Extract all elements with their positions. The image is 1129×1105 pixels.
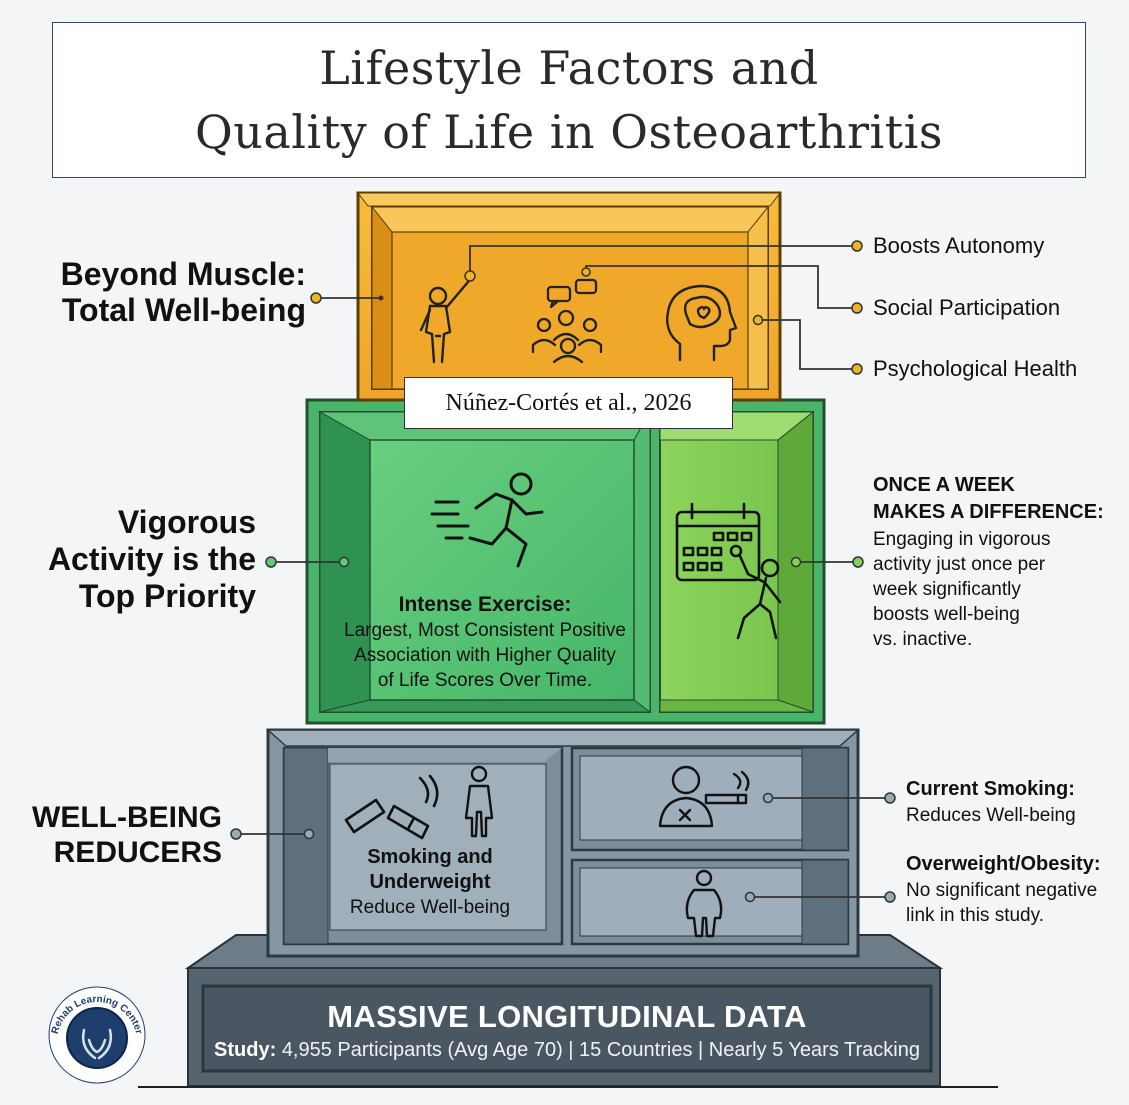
base-study-text: 4,955 Participants (Avg Age 70) | 15 Cou… [281, 1039, 920, 1061]
top-side-heading: Beyond Muscle: Total Well-being [60, 256, 306, 328]
once-a-week-text-line4: boosts well-being [873, 604, 1020, 625]
group-discussion-icon [531, 278, 603, 364]
smoking-underweight-line1: Smoking and [367, 846, 493, 868]
obesity-text-line1: No significant negative [906, 880, 1098, 901]
title-box: Lifestyle Factors and Quality of Life in… [52, 22, 1086, 178]
lower-level [266, 728, 860, 958]
connector-lines [236, 245, 890, 898]
current-smoking-callout: Current Smoking: Reduces Well-being [906, 776, 1121, 828]
connector-dots [230, 240, 896, 903]
once-a-week-heading-line2: MAKES A DIFFERENCE: [873, 501, 1104, 523]
callout-psychological-health: Psychological Health [873, 356, 1078, 381]
intense-exercise-label: Intense Exercise: Largest, Most Consiste… [330, 592, 640, 693]
intense-exercise-line3: of Life Scores Over Time. [377, 670, 593, 691]
top-side-heading-line2: Total Well-being [61, 292, 306, 328]
base-title: MASSIVE LONGITUDINAL DATA [327, 999, 807, 1034]
once-a-week-callout: ONCE A WEEK MAKES A DIFFERENCE: Engaging… [873, 472, 1123, 652]
once-a-week-text-line2: activity just once per [873, 554, 1046, 575]
running-person-icon [430, 472, 544, 568]
citation-box: Núñez-Cortés et al., 2026 [404, 377, 733, 429]
current-smoking-text: Reduces Well-being [906, 805, 1076, 826]
base-study-label: Study: [214, 1039, 277, 1061]
intense-exercise-line2: Association with Higher Quality [354, 645, 616, 666]
heavy-person-icon [685, 869, 723, 938]
title-line-1: Lifestyle Factors and [319, 41, 819, 95]
base-study-line: Study: 4,955 Participants (Avg Age 70) |… [203, 1039, 931, 1062]
broken-cigarette-icon [344, 774, 439, 840]
lower-side-heading-line1: WELL-BEING [32, 801, 222, 834]
smoking-underweight-line3: Reduce Well-being [349, 897, 511, 918]
raised-arm-person-icon [419, 280, 470, 364]
middle-side-heading-line2: Activity is the [47, 541, 256, 577]
top-side-heading-line1: Beyond Muscle: [60, 256, 306, 292]
brain-heart-icon [666, 284, 738, 362]
once-a-week-text-line3: week significantly [873, 579, 1021, 600]
logo-emblem: Rehab Learning Center [48, 986, 146, 1084]
once-a-week-text-line5: vs. inactive. [873, 629, 973, 650]
obesity-callout: Overweight/Obesity: No significant negat… [906, 851, 1121, 928]
lower-side-heading: WELL-BEING REDUCERS [24, 800, 222, 870]
lower-side-heading-line2: REDUCERS [53, 836, 222, 869]
middle-side-heading-line3: Top Priority [78, 578, 256, 614]
callout-social-participation: Social Participation [873, 295, 1061, 320]
middle-side-heading: Vigorous Activity is the Top Priority [40, 504, 256, 615]
callout-boosts-autonomy: Boosts Autonomy [873, 233, 1045, 258]
intense-exercise-title: Intense Exercise: [398, 593, 572, 616]
smoking-underweight-line2: Underweight [369, 871, 491, 893]
obesity-text-line2: link in this study. [906, 905, 1044, 926]
middle-side-heading-line1: Vigorous [117, 504, 256, 540]
obesity-heading: Overweight/Obesity: [906, 853, 1101, 875]
current-smoking-heading: Current Smoking: [906, 778, 1075, 800]
thin-person-icon [464, 765, 494, 838]
calendar-person-icon [675, 502, 782, 640]
intense-exercise-line1: Largest, Most Consistent Positive [344, 620, 626, 641]
once-a-week-heading-line1: ONCE A WEEK [873, 474, 1015, 496]
once-a-week-text-line1: Engaging in vigorous [873, 529, 1051, 550]
no-smoking-person-icon [658, 765, 750, 828]
title-line-2: Quality of Life in Osteoarthritis [195, 105, 943, 159]
smoking-underweight-label: Smoking and Underweight Reduce Well-bein… [330, 845, 530, 921]
caring-hands-icon [81, 1028, 113, 1060]
